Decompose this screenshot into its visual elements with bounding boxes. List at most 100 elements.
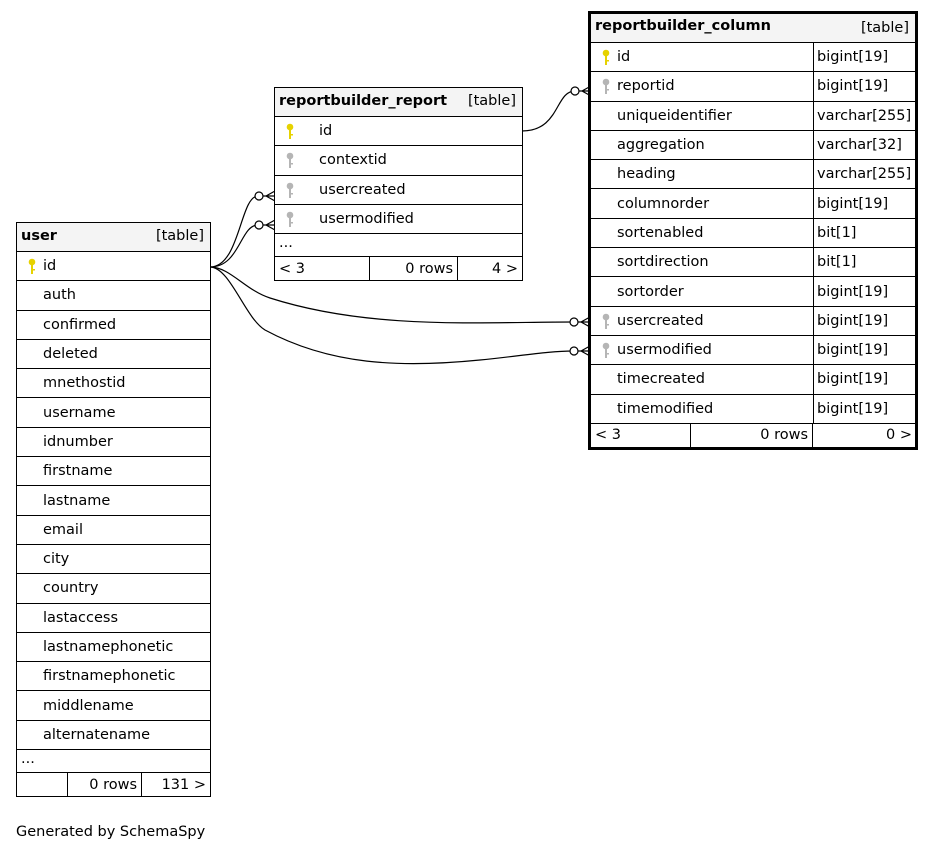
column-name: deleted	[43, 346, 98, 363]
column-row[interactable]: firstnamephonetic	[17, 662, 210, 692]
table-name: user	[21, 228, 57, 244]
column-type: bigint[19]	[817, 312, 889, 329]
column-row[interactable]: mnethostid	[17, 369, 210, 399]
column-row[interactable]: uniqueidentifier varchar[255]	[591, 101, 915, 131]
column-row[interactable]: id	[17, 252, 210, 282]
column-name: sortenabled	[617, 224, 704, 241]
column-name: aggregation	[617, 137, 705, 154]
foreign-key-icon	[601, 78, 611, 95]
column-row[interactable]: lastnamephonetic	[17, 633, 210, 663]
column-name: confirmed	[43, 316, 117, 333]
column-row[interactable]: idnumber	[17, 428, 210, 458]
column-name: usermodified	[319, 211, 414, 228]
column-type: bigint[19]	[817, 283, 889, 300]
table-user[interactable]: user [table] id auth confirmed deleted mneth…	[16, 222, 211, 798]
foreign-key-icon	[285, 182, 295, 199]
table-header: user [table]	[17, 223, 210, 252]
more-columns-ellipsis: ...	[17, 750, 210, 774]
column-name: id	[617, 49, 631, 66]
foreign-key-icon	[601, 342, 611, 359]
edge-user-id-to-report-usermodified	[209, 224, 259, 268]
column-name: lastaccess	[43, 609, 119, 626]
column-name: usercreated	[617, 312, 704, 329]
column-name: username	[43, 404, 116, 421]
column-name: firstnamephonetic	[43, 668, 176, 685]
generated-by-caption: Generated by SchemaSpy	[16, 824, 206, 840]
children-count[interactable]: 131 >	[161, 776, 206, 793]
column-type: bigint[19]	[817, 342, 889, 359]
column-type: bigint[19]	[817, 78, 889, 95]
foreign-key-icon	[601, 313, 611, 330]
column-row[interactable]: firstname	[17, 457, 210, 487]
table-name: reportbuilder_column	[595, 18, 771, 34]
column-row[interactable]: usercreated	[275, 176, 522, 205]
column-name: id	[43, 258, 57, 275]
table-header: reportbuilder_column [table]	[591, 14, 915, 43]
table-footer: 0 rows 131 >	[17, 773, 210, 797]
column-name: idnumber	[43, 433, 113, 450]
column-name: alternatename	[43, 726, 151, 743]
parents-count[interactable]: < 3	[595, 427, 621, 444]
column-name: sortdirection	[617, 254, 709, 271]
column-row[interactable]: alternatename	[17, 721, 210, 751]
column-row[interactable]: deleted	[17, 340, 210, 370]
children-count[interactable]: 0 >	[886, 427, 912, 444]
column-row[interactable]: sortdirection bit[1]	[591, 248, 915, 278]
column-row[interactable]: reportid bigint[19]	[591, 72, 915, 102]
parents-count[interactable]: < 3	[279, 260, 305, 277]
edge-user-id-to-column-usermodified	[209, 266, 574, 365]
column-list: id auth confirmed deleted mnethostid username…	[17, 252, 210, 751]
column-name: city	[43, 551, 70, 568]
edge-user-id-to-report-usercreated	[209, 195, 259, 268]
column-name: firstname	[43, 463, 113, 480]
column-row[interactable]: sortorder bigint[19]	[591, 277, 915, 307]
column-name: sortorder	[617, 283, 684, 300]
column-type: bit[1]	[817, 254, 857, 271]
parents-count[interactable]	[17, 773, 67, 796]
column-name: reportid	[617, 78, 675, 95]
column-name: auth	[43, 287, 76, 304]
column-row[interactable]: auth	[17, 281, 210, 311]
column-row[interactable]: confirmed	[17, 311, 210, 340]
column-name: timemodified	[617, 400, 714, 417]
column-row[interactable]: usercreated bigint[19]	[591, 306, 915, 336]
primary-key-icon	[601, 49, 611, 66]
column-row[interactable]: middlename	[17, 691, 210, 721]
edge-user-id-to-column-usercreated	[209, 266, 574, 324]
column-row[interactable]: lastaccess	[17, 604, 210, 633]
column-name: country	[43, 580, 99, 597]
column-row[interactable]: email	[17, 516, 210, 545]
column-row[interactable]: username	[17, 398, 210, 428]
foreign-key-icon	[285, 152, 295, 169]
children-count[interactable]: 4 >	[492, 260, 518, 277]
crowfoot-markers	[254, 85, 592, 357]
column-row[interactable]: contextid	[275, 146, 522, 176]
column-row[interactable]: lastname	[17, 486, 210, 516]
column-row[interactable]: usermodified	[275, 205, 522, 235]
column-name: mnethostid	[43, 375, 126, 392]
column-list: id contextid usercreated usermodified	[275, 117, 522, 235]
column-type: bigint[19]	[817, 195, 889, 212]
column-type: varchar[255]	[817, 107, 912, 124]
primary-key-icon	[27, 258, 37, 275]
column-name: contextid	[319, 152, 387, 169]
column-row[interactable]: country	[17, 574, 210, 604]
column-name: uniqueidentifier	[617, 107, 732, 124]
column-name: lastname	[43, 492, 111, 509]
column-row[interactable]: id	[275, 117, 522, 147]
column-name: middlename	[43, 697, 134, 714]
column-row[interactable]: city	[17, 545, 210, 575]
column-type: bigint[19]	[817, 371, 889, 388]
row-count: 0 rows	[760, 427, 808, 444]
